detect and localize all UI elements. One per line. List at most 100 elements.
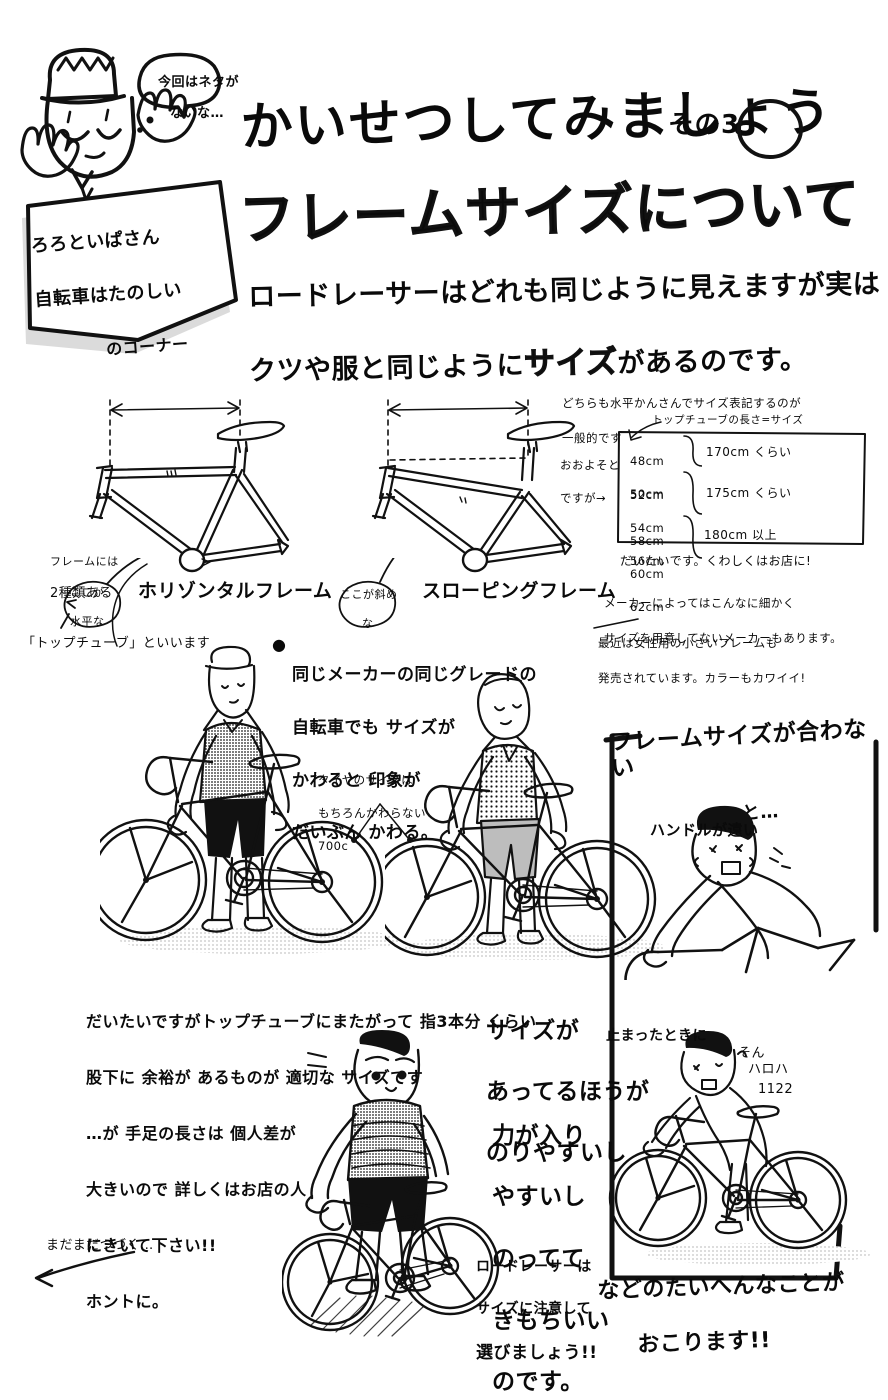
- riders-note: 同じメーカーの同じグレードの 自転車でも サイズが かわると 印象が だいぶん …: [292, 636, 537, 847]
- tire-note-leader-lines: [351, 803, 413, 843]
- speech-line-2: ないな…: [170, 105, 225, 121]
- vertical-small-note: ロードレーサーは サイズに注意して 選びましょう!!: [476, 1236, 598, 1367]
- vertical-line-7: きもちいい: [492, 1307, 610, 1334]
- toptube-note: 「トップチューブ」といいます: [22, 636, 211, 651]
- placard: [22, 180, 238, 354]
- callout-left-line-2: 水平な: [70, 614, 105, 628]
- sizetable-header-line-1: どちらも水平かんさんでサイズ表記するのが: [562, 396, 802, 411]
- size-value: 58cm: [630, 533, 665, 548]
- intro-line-2-emphasis: サイズ: [523, 344, 618, 383]
- callout-right-text: ここが斜め な: [340, 574, 398, 631]
- advice-line-5: にきいて下さい!!: [86, 1236, 217, 1255]
- sizetable-left-note-1: おおよそと: [560, 457, 620, 472]
- mascot-speech: 今回はネタが ないな…: [158, 60, 239, 121]
- overreach-rider-illustration: [624, 805, 856, 980]
- size-value: 52cm: [630, 487, 665, 502]
- brace-icon: [683, 515, 702, 559]
- rider-illustration-1: [100, 645, 400, 954]
- mismatch-heading-line-1: フレームサイズが合わない: [609, 716, 868, 782]
- sizetable-box: [617, 431, 866, 545]
- sizetable-row-1-sizes: 48cm 50cm: [630, 436, 664, 503]
- frame-diagram-horizontal: [88, 399, 290, 573]
- sizetable-arrow-icon: [628, 421, 662, 441]
- recent-note-line-2: 発売されています。カラーもカワイイ!: [598, 670, 806, 685]
- placard-line-3: のコーナー: [105, 334, 190, 359]
- recent-note: 最近は女性用の小さいフレームも 発売されています。カラーもカワイイ!: [598, 618, 806, 687]
- sizetable-row-3-height: 180cm 以上: [704, 528, 778, 542]
- brace-icon: [683, 471, 702, 515]
- caption-stopped: 止まったときに: [606, 1028, 707, 1044]
- maker-note: メーカーによってはこんなに細かく サイズを用意してないメーカーもあります。: [604, 578, 842, 647]
- callout-left-line-1: ここが: [70, 586, 105, 600]
- sizetable-left-note-2: ですが→: [560, 491, 607, 506]
- advice-line-1: だいたいですがトップチューブにまたがって 指3本分 くらい: [86, 1012, 537, 1031]
- size-value: 60cm: [630, 567, 665, 582]
- recent-note-line-1: 最近は女性用の小さいフレームも: [598, 636, 778, 651]
- strike-mark-icon: [593, 618, 639, 629]
- tire-note-line-1: タイヤのサイズは: [318, 772, 414, 787]
- vertical-advice-column-2: 力が入り やすいし のってて きもちいい のです。: [492, 1090, 610, 1398]
- sizetable-row: 48cm 50cm: [630, 436, 664, 503]
- stopped-rider-illustration: [608, 1030, 870, 1265]
- seated-rider-illustration: [282, 1030, 500, 1337]
- callout-right-line-1: ここが斜め: [340, 588, 398, 602]
- frame-label-sloping: スローピングフレーム: [422, 580, 617, 602]
- maker-note-line-1: メーカーによってはこんなに細かく: [604, 596, 795, 611]
- series-number-circle: [737, 99, 803, 159]
- intro-line-2-a: クツや服と同じように: [248, 350, 525, 387]
- vertical-line-8: のです。: [492, 1369, 584, 1396]
- sizetable-row-1-height: 170cm くらい: [706, 445, 792, 459]
- mismatch-conclusion-line-2: おこります!!: [636, 1327, 772, 1358]
- callout-bubble-left: [60, 558, 142, 629]
- maker-note-line-2: サイズを用意してないメーカーもあります。: [604, 630, 843, 645]
- rider-illustration-2: [385, 673, 665, 960]
- vertical-line-1: サイズが: [486, 1018, 580, 1045]
- placard-line-2: 自転車はたのしい: [33, 279, 183, 311]
- vertical-advice-column: サイズが あってるほうが のりやすいし: [486, 986, 649, 1168]
- toptube-leader-line: [111, 563, 148, 647]
- mascot-illustration: [20, 47, 222, 202]
- advice-line-3: …が 手足の長さは 個人差が: [86, 1124, 297, 1143]
- vertical-small-line-3: 選びましょう!!: [476, 1343, 598, 1363]
- tire-note-line-3: 700c: [318, 839, 349, 854]
- motion-marks-icon: [307, 1052, 327, 1068]
- sizetable-footnote: だいたいです。くわしくはお店に!: [620, 554, 812, 568]
- callout-bubble-right: [338, 558, 397, 628]
- placard-line-1: ろろといぱさん: [30, 226, 161, 257]
- sizetable-left-note: おおよそと ですが→: [560, 440, 620, 507]
- advice-paragraph: だいたいですがトップチューブにまたがって 指3本分 くらい 股下に 余裕が ある…: [86, 980, 537, 1316]
- page-title-series: その3: [668, 110, 740, 140]
- intro-line-2-c: があるのです。: [617, 344, 808, 380]
- mismatch-conclusion-line-1: などのたいへんなことが: [596, 1269, 846, 1304]
- frame-diagram-sloping: [371, 399, 576, 573]
- vertical-line-2: あってるほうが: [486, 1079, 650, 1106]
- brace-icon: [683, 435, 702, 467]
- advice-line-6: ホントに。: [86, 1292, 169, 1311]
- vertical-line-5: やすいし: [492, 1184, 586, 1211]
- sizetable-row: 58cm 60cm 62cm: [630, 516, 664, 616]
- sizetable-header-line-2: 一般的です: [562, 430, 622, 445]
- advice-line-2: 股下に 余裕が あるものが 適切な サイズです: [86, 1068, 424, 1087]
- sweat-mark-2: ハロハ: [748, 1062, 789, 1077]
- caption-handlebar-far: ハンドルが遠い: [650, 821, 759, 839]
- size-value: 54cm: [630, 521, 665, 536]
- riders-note-line-2: 自転車でも サイズが: [292, 718, 456, 739]
- sizetable-header-note: どちらも水平かんさんでサイズ表記するのが 一般的です: [562, 378, 801, 447]
- sizetable-row-2-sizes: 52cm 54cm 56cm: [630, 470, 664, 570]
- speech-line-1: 今回はネタが: [158, 75, 240, 91]
- continued-arrow-icon: [34, 1250, 136, 1288]
- intro-line-1: ロードレーサーはどれも同じように見えますが実は: [248, 268, 881, 313]
- riders-note-line-1: 同じメーカーの同じグレードの: [292, 665, 537, 686]
- tire-note-line-2: もちろんかわらない: [318, 806, 426, 821]
- frame-kinds-note: フレームには 2種類ある: [50, 540, 119, 602]
- vertical-small-line-2: サイズに注意して: [476, 1301, 592, 1317]
- vertical-line-4: 力が入り: [492, 1122, 586, 1149]
- sizetable-arrow-label: トップチューブの長さ=サイズ: [652, 414, 804, 426]
- callout-left-text: ここが 水平な: [70, 572, 105, 629]
- sweat-mark-3: 1122: [758, 1082, 794, 1097]
- riders-note-line-3: かわると 印象が: [292, 770, 421, 791]
- vertical-small-line-1: ロードレーサーは: [476, 1259, 592, 1275]
- advice-line-4: 大きいので 詳しくはお店の人: [86, 1180, 307, 1199]
- sizetable-row-3-sizes: 58cm 60cm 62cm: [630, 516, 664, 616]
